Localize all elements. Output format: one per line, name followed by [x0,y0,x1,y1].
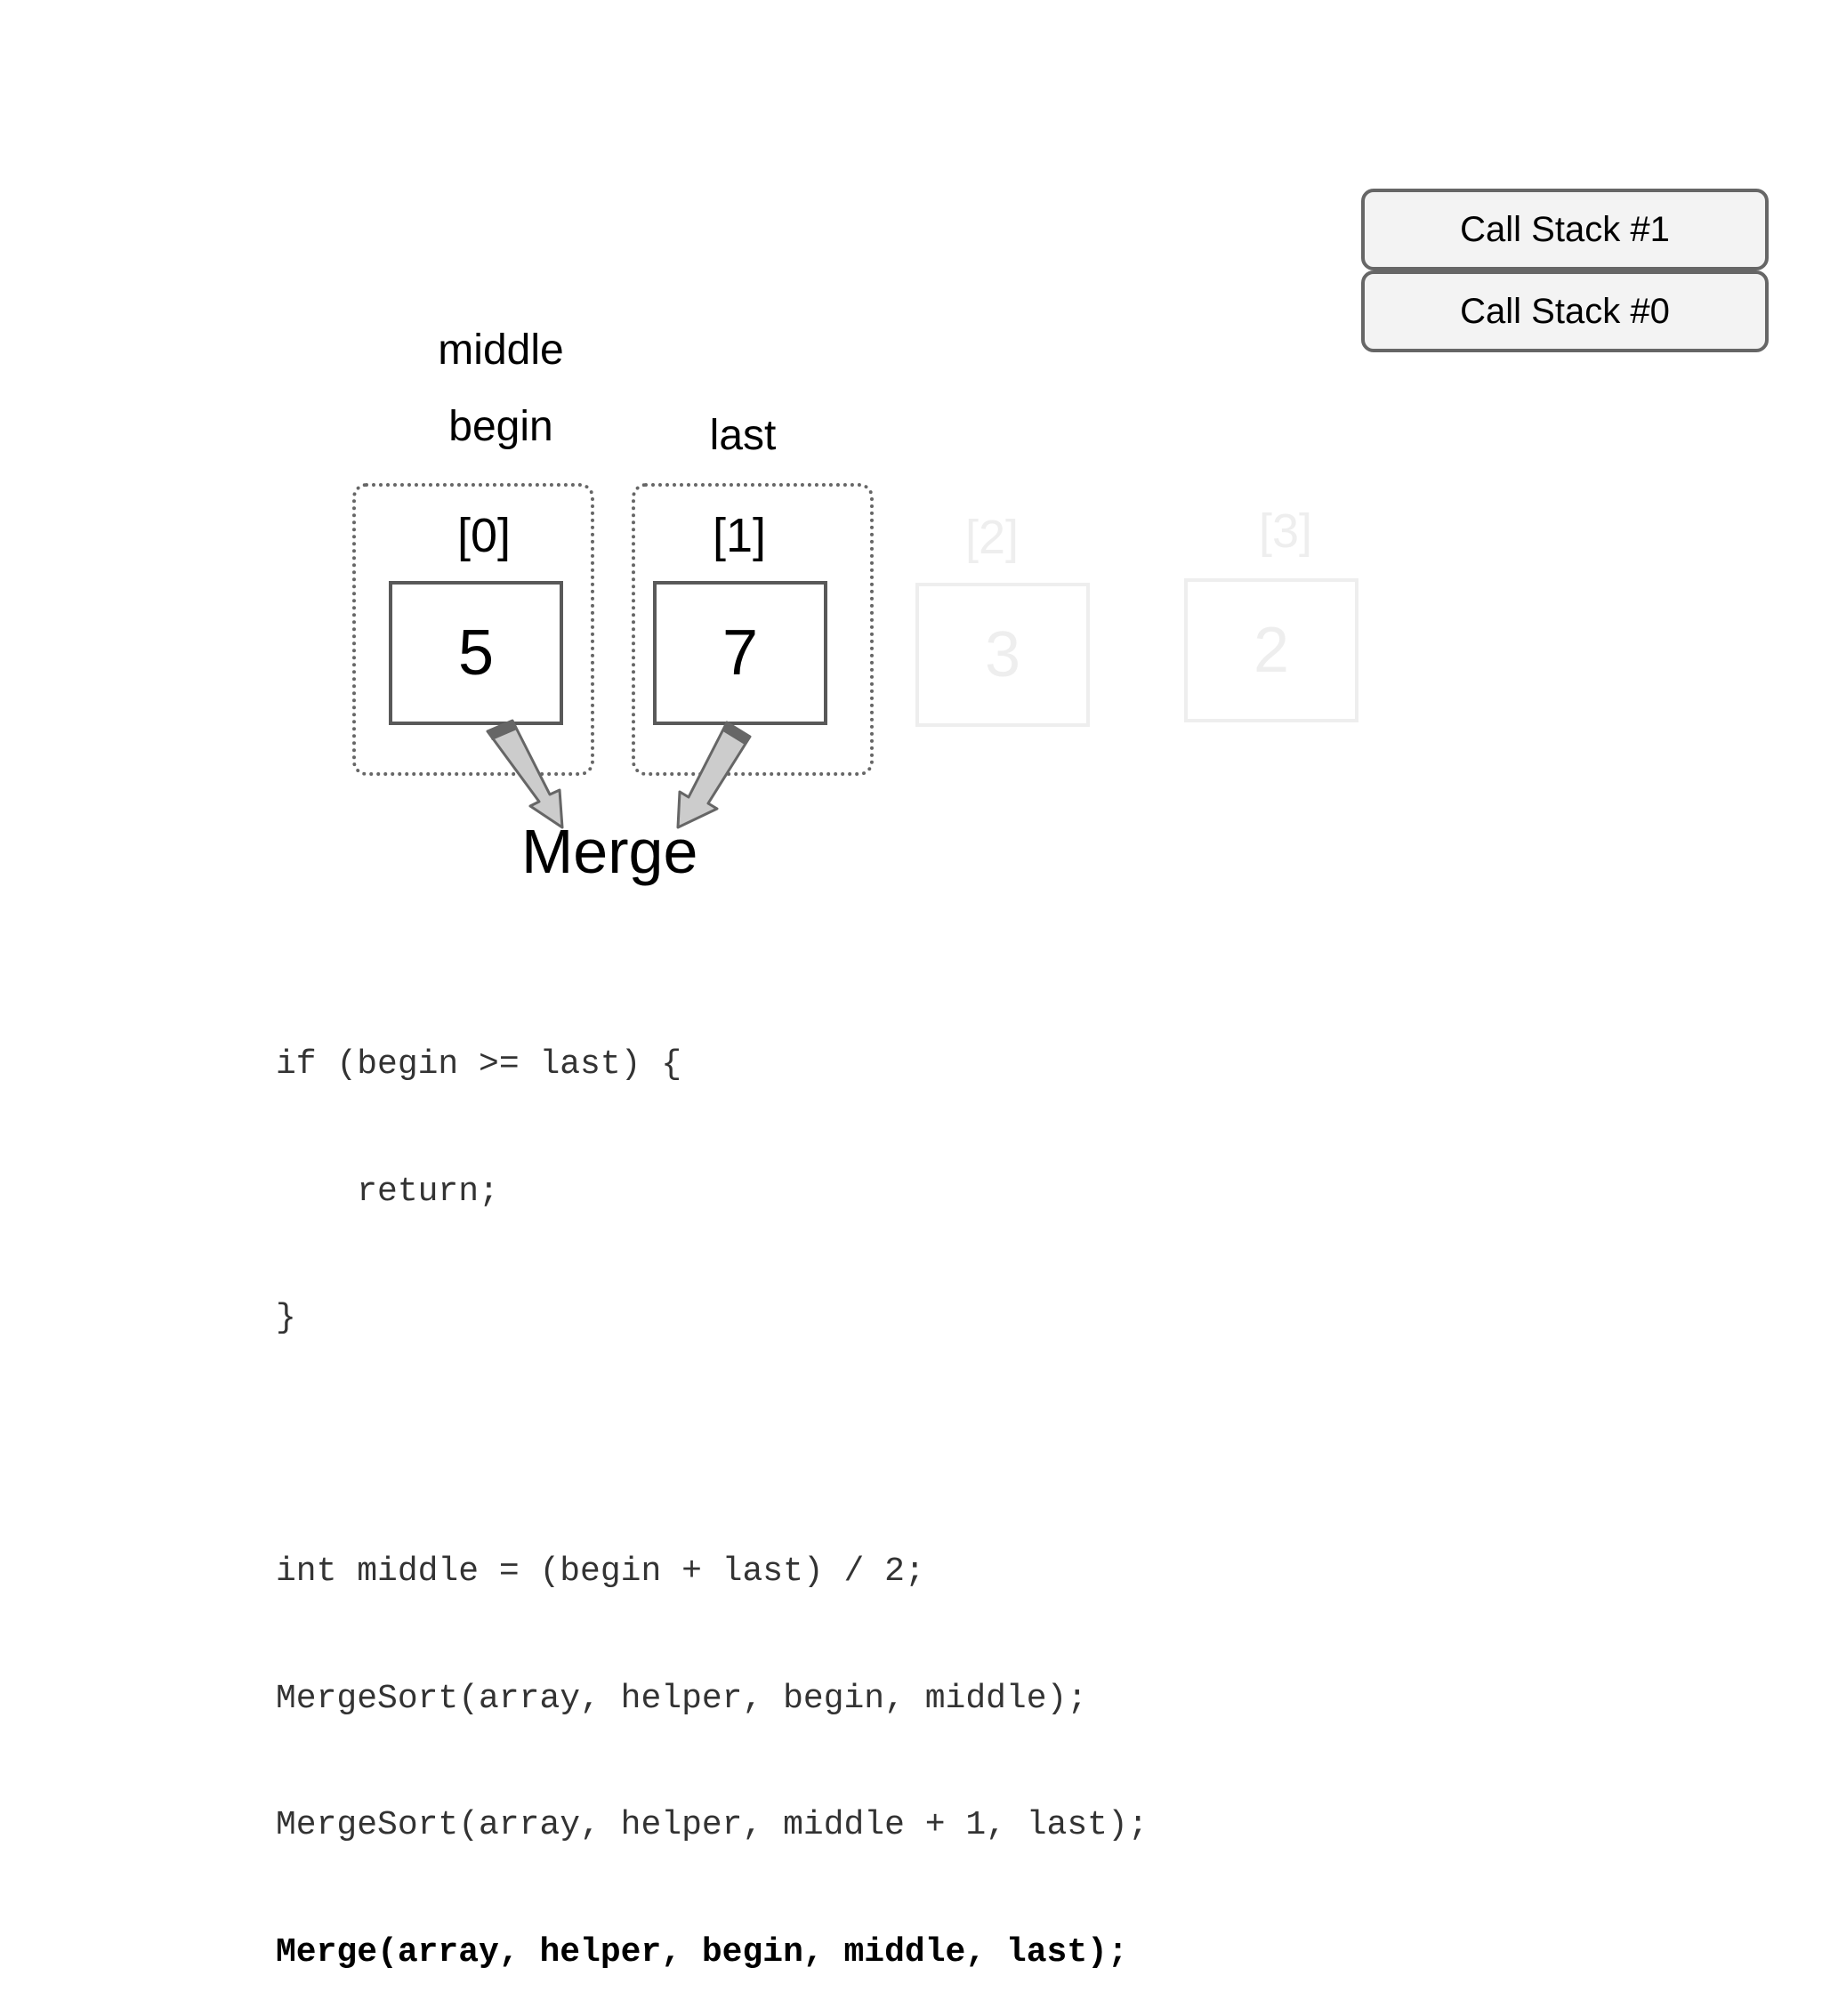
call-stack-frame-0[interactable]: Call Stack #0 [1361,270,1769,352]
array-cell-3: 2 [1184,578,1358,722]
array-cell-value: 5 [457,617,495,689]
code-line: return; [276,1172,499,1211]
code-line [276,1424,1149,1467]
array-cell-0: 5 [389,581,563,725]
array-cell-value: 7 [722,617,759,689]
array-cell-value: 3 [984,619,1021,690]
code-line: int middle = (begin + last) / 2; [276,1552,925,1591]
merge-label: Merge [521,817,698,886]
array-index-1: [1] [712,509,767,562]
array-index-0: [0] [456,509,512,562]
array-cell-1: 7 [653,581,827,725]
array-cell-value: 2 [1253,615,1290,686]
array-cell-2: 3 [915,583,1090,727]
code-line: } [276,1299,296,1337]
call-stack-frame-1[interactable]: Call Stack #1 [1361,189,1769,270]
array-index-3: [3] [1258,504,1313,558]
pointer-middle-label: middle [438,327,564,374]
active-group-1 [632,483,874,776]
pointer-last-label: last [709,412,777,459]
code-line: MergeSort(array, helper, middle + 1, las… [276,1806,1149,1844]
code-line: if (begin >= last) { [276,1045,682,1084]
pointer-begin-label: begin [448,403,553,450]
array-index-2: [2] [964,511,1020,564]
code-line-current: Merge(array, helper, begin, middle, last… [276,1932,1128,1972]
call-stack: Call Stack #1 Call Stack #0 [1361,189,1769,352]
active-group-0 [352,483,594,776]
code-line: MergeSort(array, helper, begin, middle); [276,1679,1088,1718]
code-block: if (begin >= last) { return; } int middl… [276,959,1149,2016]
